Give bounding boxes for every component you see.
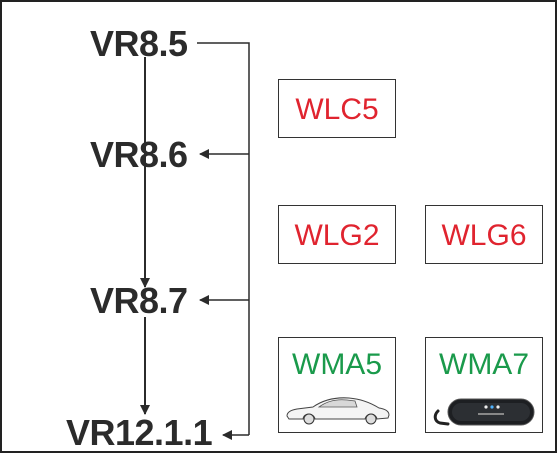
module-wlg2: WLG2 (278, 205, 396, 264)
charger-icon (433, 398, 535, 426)
car-icon (286, 397, 390, 425)
version-vr12-1-1: VR12.1.1 (66, 412, 213, 453)
version-vr8-6: VR8.6 (90, 134, 188, 175)
bracket-line (197, 42, 250, 435)
module-label: WLG6 (441, 219, 527, 252)
version-vr8-7: VR8.7 (90, 280, 188, 321)
module-wlc5: WLC5 (278, 79, 396, 138)
module-label: WLG2 (294, 219, 380, 252)
module-wma5: WMA5 (278, 337, 396, 433)
module-label: WMA7 (439, 348, 529, 381)
module-label: WLC5 (295, 93, 379, 126)
module-label: WMA5 (292, 348, 382, 381)
version-vr8-5: VR8.5 (90, 23, 188, 64)
module-wlg6: WLG6 (425, 205, 543, 264)
module-wma7: WMA7 (425, 337, 543, 433)
